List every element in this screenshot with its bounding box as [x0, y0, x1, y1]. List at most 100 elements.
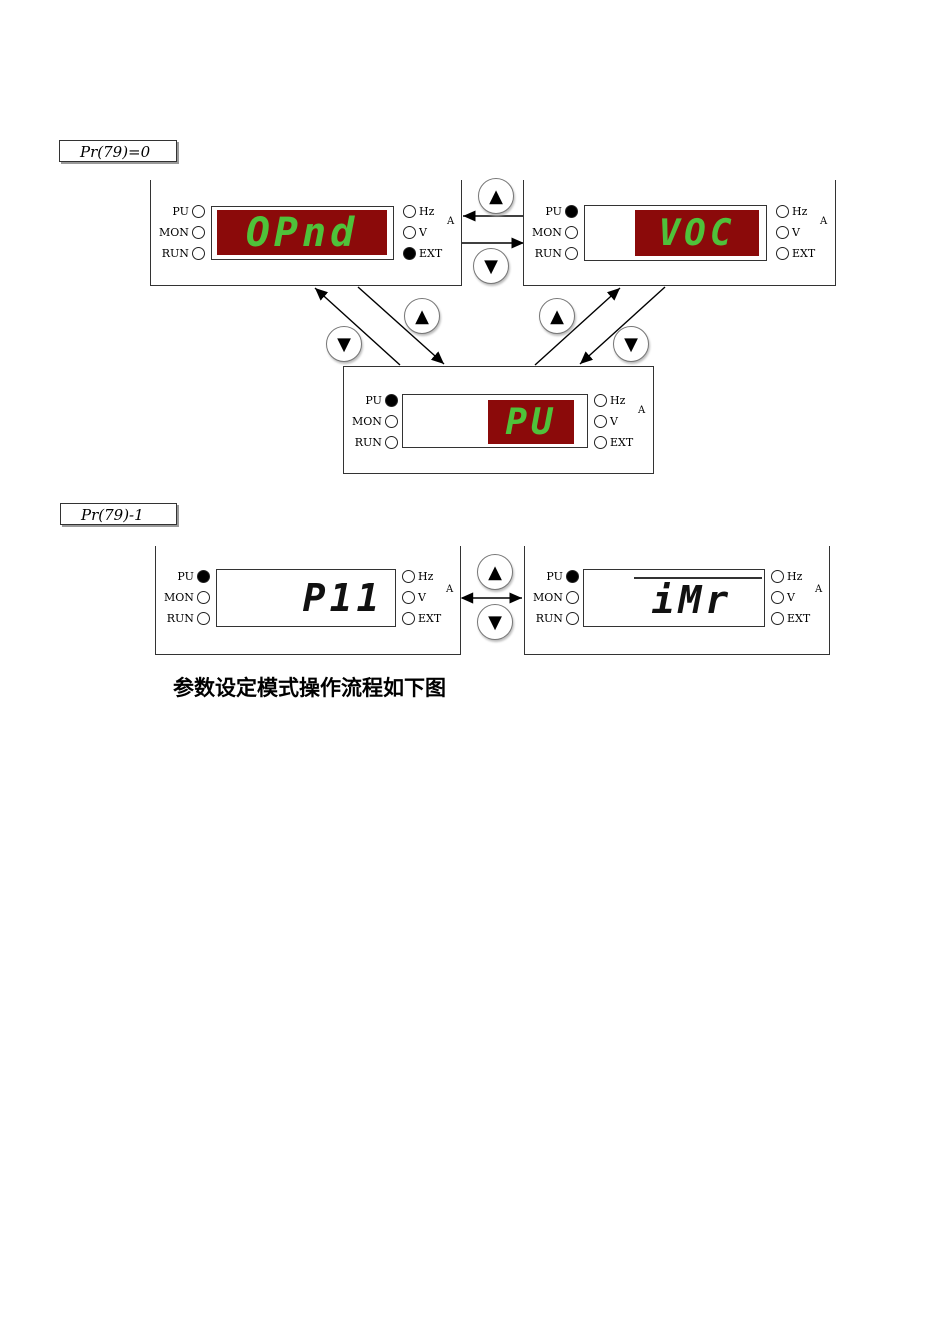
mon-lamp-label: MON	[352, 415, 382, 428]
left-lamps: PU MON RUN	[159, 203, 205, 262]
arrow-voc-to-pu	[579, 286, 666, 365]
mon-lamp	[564, 226, 578, 239]
run-lamp	[384, 436, 398, 449]
mode-label-pr79-1: Pr(79)-1	[60, 503, 177, 525]
ext-lamp-label: EXT	[610, 436, 634, 449]
panel-p11: PU MON RUN P11 Hz V EXT A	[155, 546, 461, 655]
v-lamp-label: V	[419, 226, 427, 239]
right-lamps: Hz V EXT	[771, 568, 810, 627]
down-key-icon: ▼	[473, 248, 509, 284]
up-key-icon: ▲	[477, 554, 513, 590]
ext-lamp	[771, 612, 784, 625]
v-lamp-label: V	[610, 415, 618, 428]
mon-lamp	[565, 591, 579, 604]
run-lamp-label: RUN	[161, 247, 189, 260]
right-lamps: Hz V EXT	[403, 203, 442, 262]
a-unit-label: A	[638, 405, 646, 416]
v-lamp-label: V	[792, 226, 800, 239]
pu-lamp-label: PU	[365, 394, 382, 407]
panel-opnd: PU MON RUN OPnd Hz V EXT A	[150, 180, 462, 286]
ext-lamp-label: EXT	[792, 247, 816, 260]
pu-lamp-label: PU	[546, 570, 563, 583]
pu-lamp	[191, 205, 205, 218]
v-lamp	[403, 226, 416, 239]
hz-lamp-label: Hz	[787, 570, 803, 583]
display-top-line	[634, 577, 762, 579]
v-lamp-label: V	[418, 591, 426, 604]
hz-lamp	[402, 570, 415, 583]
display-opnd: OPnd	[217, 210, 387, 256]
pu-lamp	[565, 570, 579, 583]
mon-lamp	[196, 591, 210, 604]
down-key-icon: ▼	[326, 326, 362, 362]
v-lamp-label: V	[787, 591, 795, 604]
pu-lamp	[384, 394, 398, 407]
mon-lamp	[384, 415, 398, 428]
up-key-icon: ▲	[478, 178, 514, 214]
display-pu: PU	[488, 400, 574, 444]
pu-lamp-label: PU	[177, 570, 194, 583]
ext-lamp-label: EXT	[787, 612, 811, 625]
run-lamp-label: RUN	[535, 612, 563, 625]
ext-lamp-label: EXT	[419, 247, 443, 260]
down-key-icon: ▼	[477, 604, 513, 640]
display-window: OPnd	[211, 206, 394, 260]
up-key-icon: ▲	[539, 298, 575, 334]
hz-lamp-label: Hz	[610, 394, 626, 407]
right-lamps: Hz V EXT	[594, 392, 633, 451]
v-lamp	[776, 226, 789, 239]
run-lamp	[196, 612, 210, 625]
v-lamp	[771, 591, 784, 604]
ext-lamp	[402, 612, 415, 625]
mon-lamp-label: MON	[164, 591, 194, 604]
arrow-pu-to-voc	[534, 287, 621, 366]
hz-lamp	[771, 570, 784, 583]
hz-lamp	[776, 205, 789, 218]
mon-lamp	[191, 226, 205, 239]
left-lamps: PU MON RUN	[533, 568, 579, 627]
run-lamp-label: RUN	[166, 612, 194, 625]
pu-lamp-label: PU	[172, 205, 189, 218]
run-lamp-label: RUN	[354, 436, 382, 449]
ext-lamp-label: EXT	[418, 612, 442, 625]
display-window: iMr	[583, 569, 765, 627]
mon-lamp-label: MON	[159, 226, 189, 239]
display-imr: iMr	[651, 578, 733, 622]
display-window: VOC	[584, 205, 767, 261]
a-unit-label: A	[446, 584, 454, 595]
hz-lamp-label: Hz	[418, 570, 434, 583]
display-p11: P11	[302, 576, 384, 620]
display-window: P11	[216, 569, 396, 627]
mode-label-pr79-0: Pr(79)=0	[59, 140, 177, 162]
pu-lamp	[196, 570, 210, 583]
hz-lamp	[403, 205, 416, 218]
caption: 参数设定模式操作流程如下图	[173, 676, 446, 700]
hz-lamp-label: Hz	[419, 205, 435, 218]
panel-imr: PU MON RUN iMr Hz V EXT A	[524, 546, 830, 655]
a-unit-label: A	[447, 216, 455, 227]
left-lamps: PU MON RUN	[164, 568, 210, 627]
a-unit-label: A	[820, 216, 828, 227]
run-lamp	[564, 247, 578, 260]
right-lamps: Hz V EXT	[776, 203, 815, 262]
left-lamps: PU MON RUN	[352, 392, 398, 451]
pu-lamp	[564, 205, 578, 218]
down-key-icon: ▼	[613, 326, 649, 362]
hz-lamp-label: Hz	[792, 205, 808, 218]
arrow-opnd-to-pu	[357, 286, 445, 365]
left-lamps: PU MON RUN	[532, 203, 578, 262]
mon-lamp-label: MON	[533, 591, 563, 604]
v-lamp	[594, 415, 607, 428]
panel-pu: PU MON RUN PU Hz V EXT A	[343, 366, 654, 474]
ext-lamp	[403, 247, 416, 260]
run-lamp	[565, 612, 579, 625]
display-window: PU	[402, 394, 588, 448]
up-key-icon: ▲	[404, 298, 440, 334]
display-voc: VOC	[635, 210, 759, 256]
pu-lamp-label: PU	[545, 205, 562, 218]
arrow-pu-to-opnd	[314, 287, 401, 366]
run-lamp	[191, 247, 205, 260]
ext-lamp	[776, 247, 789, 260]
a-unit-label: A	[815, 584, 823, 595]
v-lamp	[402, 591, 415, 604]
